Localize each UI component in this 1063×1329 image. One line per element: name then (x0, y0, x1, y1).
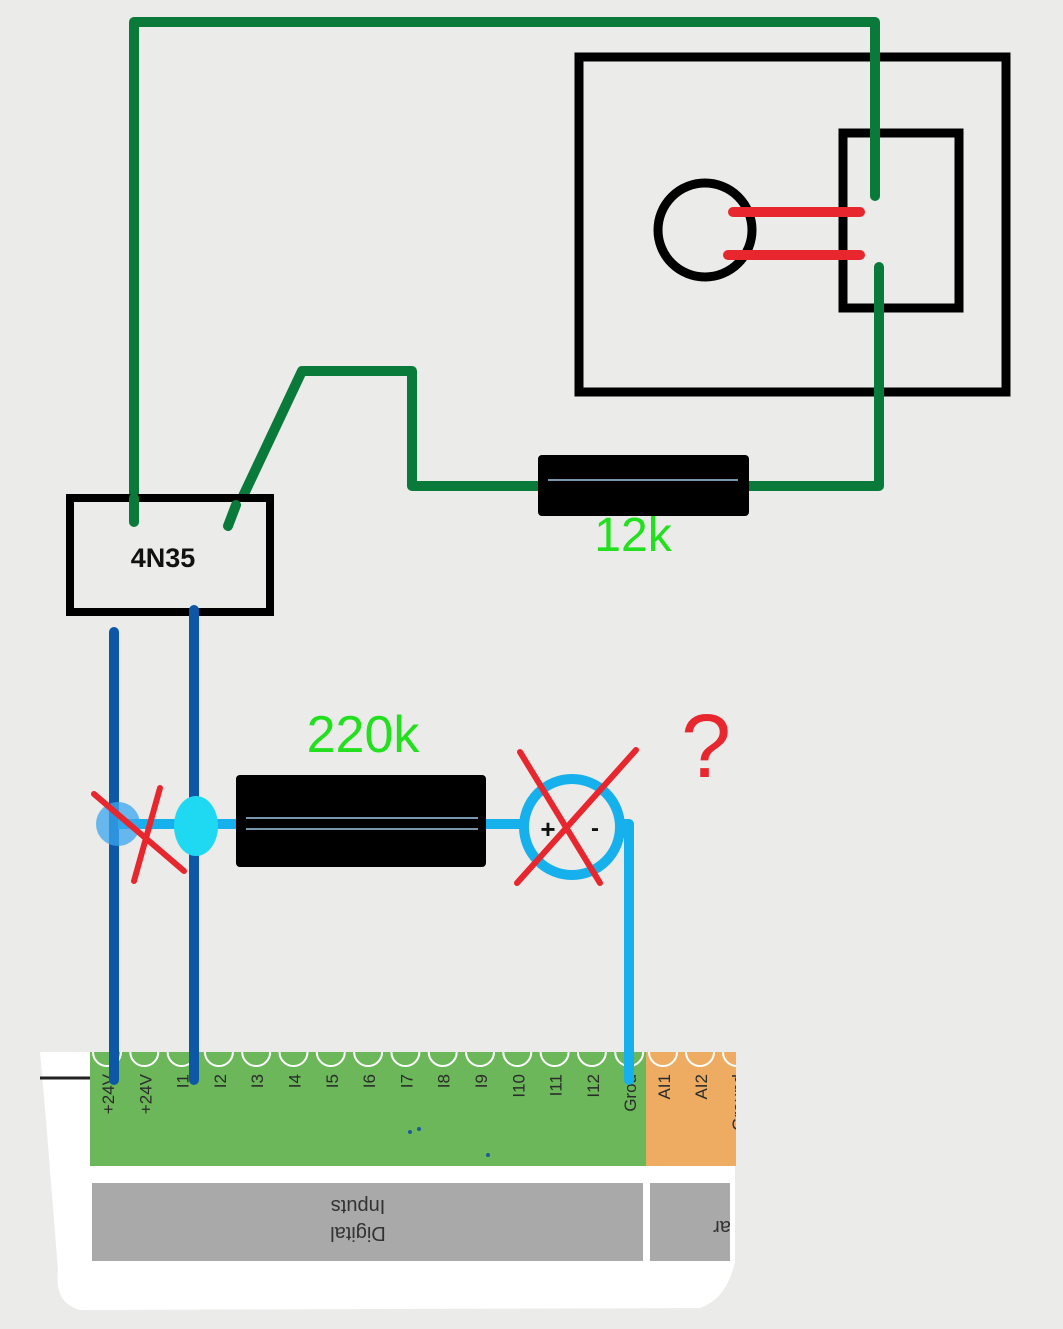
sensor-housing (574, 52, 1011, 397)
resistor-12k-label: 12k (594, 509, 672, 562)
terminal-pin-label: AI1 (655, 1074, 674, 1100)
green-wire-pin2 (223, 500, 241, 531)
terminal-pin-label: I10 (509, 1074, 528, 1098)
terminal-pin-socket (129, 1051, 160, 1067)
terminal-pin-socket (648, 1051, 678, 1067)
section-pointer (360, 1172, 380, 1182)
terminal-pin-label: +24V (136, 1073, 155, 1114)
terminal-pin-socket (427, 1051, 458, 1067)
terminal-pin-socket (203, 1051, 234, 1067)
terminal-pin-label: I6 (360, 1074, 379, 1088)
terminal-pin-label: Ground (729, 1074, 748, 1131)
terminal-pin-label: I2 (211, 1074, 230, 1088)
digital-section-label-line1: Digital (330, 1222, 386, 1244)
analog-section-label: ar (713, 1216, 731, 1238)
terminal-pin-label: AI2 (692, 1074, 711, 1100)
terminal-pin-socket (278, 1051, 309, 1067)
terminal-pin-socket (685, 1051, 715, 1067)
optocoupler-label: 4N35 (131, 543, 196, 573)
terminal-pin-label: I4 (286, 1074, 305, 1088)
sensor-disc (653, 178, 757, 282)
resistor-220k-label: 220k (307, 706, 421, 764)
terminal-pin-socket (315, 1051, 346, 1067)
analog-section (650, 1183, 730, 1261)
red-cross-source (514, 747, 639, 886)
terminal-dot (417, 1127, 421, 1131)
terminal-pin-label: I3 (248, 1074, 267, 1088)
terminal-pin-label: I8 (435, 1074, 454, 1088)
junction-blob-right (174, 796, 218, 856)
terminal-pin-circles (92, 1051, 736, 1067)
terminal-pin-label: I11 (547, 1074, 566, 1096)
terminal-pin-socket (390, 1051, 421, 1067)
red-cross-junction (91, 785, 187, 884)
terminal-block-analog (646, 1052, 736, 1166)
green-wire-to-contact (741, 262, 884, 491)
question-mark: ? (681, 697, 731, 797)
terminal-pin-socket (502, 1051, 533, 1067)
terminal-pin-socket (465, 1051, 495, 1067)
terminal-pin-socket (722, 1051, 736, 1067)
terminal-dot (486, 1153, 490, 1157)
terminal-pin-socket (539, 1051, 570, 1067)
junction-blob-left (96, 802, 140, 846)
green-wire-loop (129, 17, 880, 525)
terminal-block-digital (90, 1052, 646, 1166)
source-plus-label: + (540, 814, 555, 844)
terminal-pin-socket (576, 1051, 607, 1067)
terminal-pin-label: I12 (584, 1074, 603, 1098)
terminal-pin-label: I7 (397, 1074, 416, 1088)
terminal-pin-socket (353, 1051, 384, 1067)
digital-section-label-line2: Inputs (331, 1195, 385, 1217)
resistor-220k (236, 775, 486, 867)
sensor-contact-box (838, 128, 964, 313)
terminal-pin-label: I9 (472, 1074, 491, 1088)
terminal-pin-label: I5 (323, 1074, 342, 1088)
terminal-pin-label: I1 (174, 1074, 193, 1088)
digital-section (92, 1183, 643, 1261)
terminal-dot (408, 1130, 412, 1134)
green-wire-return (223, 366, 545, 533)
resistor-12k (538, 455, 749, 516)
source-minus-label: - (591, 815, 599, 842)
terminal-pin-socket (92, 1051, 122, 1067)
terminal-pin-socket (241, 1051, 272, 1067)
